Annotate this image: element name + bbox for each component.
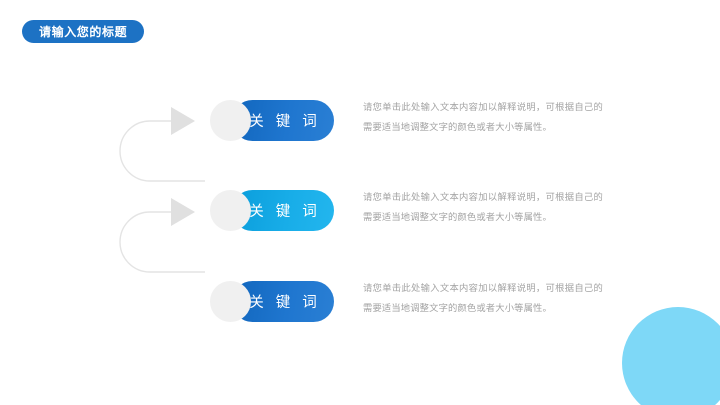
- content-row: 关 键 词 请您单击此处输入文本内容加以解释说明，可根据自己的需要适当地调整文字…: [0, 100, 720, 142]
- item-description: 请您单击此处输入文本内容加以解释说明，可根据自己的需要适当地调整文字的颜色或者大…: [363, 283, 603, 313]
- keyword-bubble-icon: [210, 100, 251, 141]
- slide-title-badge[interactable]: 请输入您的标题: [22, 20, 145, 43]
- keyword-pill-label: 关 键 词: [249, 204, 321, 220]
- corner-circle-decoration: [622, 307, 720, 405]
- content-row: 关 键 词 请您单击此处输入文本内容加以解释说明，可根据自己的需要适当地调整文字…: [0, 281, 720, 323]
- keyword-pill-label: 关 键 词: [249, 295, 321, 311]
- content-row: 关 键 词 请您单击此处输入文本内容加以解释说明，可根据自己的需要适当地调整文字…: [0, 190, 720, 232]
- item-description: 请您单击此处输入文本内容加以解释说明，可根据自己的需要适当地调整文字的颜色或者大…: [363, 192, 603, 222]
- keyword-pill-label: 关 键 词: [249, 114, 321, 130]
- slide-title-text: 请输入您的标题: [39, 25, 128, 39]
- keyword-pill[interactable]: 关 键 词: [232, 100, 334, 141]
- keyword-bubble-icon: [210, 190, 251, 231]
- item-description: 请您单击此处输入文本内容加以解释说明，可根据自己的需要适当地调整文字的颜色或者大…: [363, 102, 603, 132]
- keyword-bubble-icon: [210, 281, 251, 322]
